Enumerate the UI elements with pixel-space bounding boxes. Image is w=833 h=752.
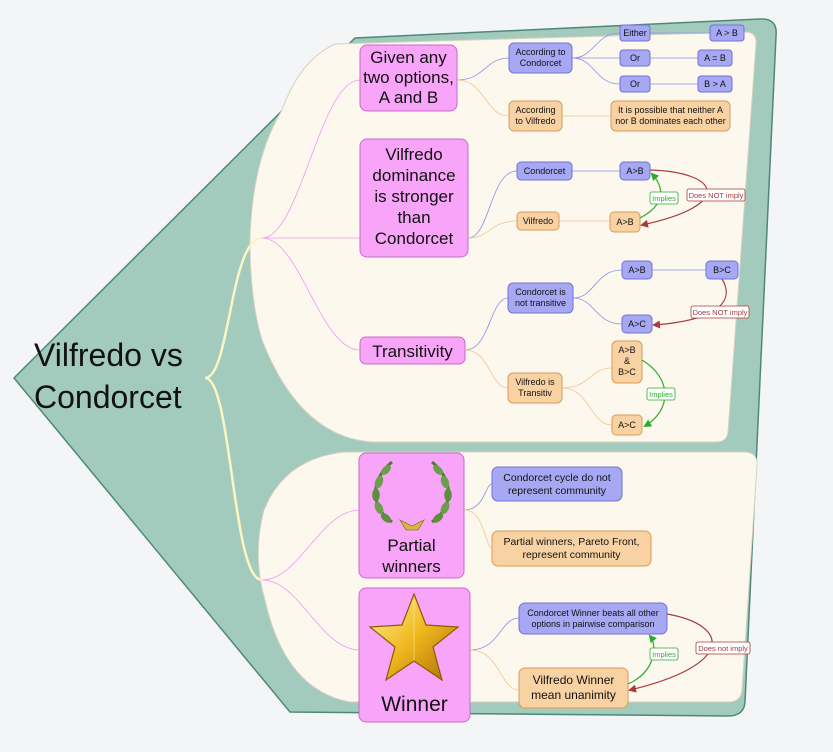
topic-partial-line2: winners xyxy=(381,557,441,576)
branch-connectors-condorcet xyxy=(456,32,710,651)
transitivity-not-imply-text: Does NOT imply xyxy=(693,308,748,317)
transitivity-implies-label: Implies xyxy=(646,387,676,401)
dominance-not-imply-label: Does NOT imply xyxy=(686,188,746,202)
node-dominance-condorcet[interactable]: Condorcet xyxy=(516,161,573,181)
topic-connectors xyxy=(261,79,361,651)
node-dominance-condorcet-label: Condorcet xyxy=(524,166,566,176)
topic-winner-label: Winner xyxy=(381,693,448,716)
node-according-condorcet-line1: According to xyxy=(515,47,565,57)
node-according-vilfredo-line2: to Vilfredo xyxy=(515,116,555,126)
transitivity-implies-text: Implies xyxy=(649,390,673,399)
root-node: Vilfredo vs Condorcet xyxy=(34,337,183,415)
node-dominance-vilfredo-label: Vilfredo xyxy=(523,216,553,226)
node-vilfredo-winner[interactable]: Vilfredo Winner mean unanimity xyxy=(518,667,629,709)
node-trans-c-ab-label: A>B xyxy=(628,265,645,275)
topic-partial-winners[interactable]: Partial winners xyxy=(358,452,465,579)
node-dominance-c-result[interactable]: A>B xyxy=(619,161,651,181)
topic-transitivity[interactable]: Transitivity xyxy=(359,336,466,365)
root-connectors xyxy=(204,236,263,582)
node-or-1[interactable]: Or xyxy=(619,49,651,67)
node-trans-c-bc[interactable]: B>C xyxy=(705,260,739,280)
topic-options-line2: two options, xyxy=(363,68,454,87)
topic-transitivity-label: Transitivity xyxy=(372,342,453,361)
node-trans-c-ab[interactable]: A>B xyxy=(621,260,653,280)
node-trans-v-top[interactable]: A>B & B>C xyxy=(611,340,643,384)
node-condorcet-winner-line2: options in pairwise comparison xyxy=(531,619,654,629)
transitivity-not-imply-label: Does NOT imply xyxy=(690,305,750,319)
node-vilfredo-transitive-line2: Transitiv xyxy=(518,388,552,398)
node-vilfredo-transitive[interactable]: Vilfredo is Transitiv xyxy=(507,372,563,404)
topic-given-two-options[interactable]: Given any two options, A and B xyxy=(359,44,458,112)
topic-partial-line1: Partial xyxy=(387,536,435,555)
node-neither-line2: nor B dominates each other xyxy=(615,116,726,126)
topic-dominance-line3: is stronger xyxy=(374,187,454,206)
node-or-2-label: Or xyxy=(630,79,640,89)
node-dominance-v-result[interactable]: A>B xyxy=(609,211,641,233)
node-a-gt-b-label: A > B xyxy=(716,28,738,38)
node-trans-v-top-line3: B>C xyxy=(618,367,636,377)
winner-implies-text: Implies xyxy=(652,650,676,659)
branch-connectors-vilfredo xyxy=(456,79,613,691)
winner-not-imply-label: Does not imply xyxy=(695,641,751,655)
node-according-vilfredo-line1: According xyxy=(515,105,555,115)
laurel-wreath-icon xyxy=(372,460,452,531)
node-according-condorcet[interactable]: According to Condorcet xyxy=(508,42,573,74)
topic-options-line3: A and B xyxy=(379,88,439,107)
root-title-line1: Vilfredo vs xyxy=(34,337,183,373)
node-a-gt-b[interactable]: A > B xyxy=(709,24,745,42)
node-pareto-front[interactable]: Partial winners, Pareto Front, represent… xyxy=(491,530,652,567)
node-trans-v-ac[interactable]: A>C xyxy=(611,414,643,436)
topic-winner[interactable]: Winner xyxy=(358,587,471,723)
topic-dominance-line2: dominance xyxy=(372,166,455,185)
panel-upper xyxy=(249,31,757,443)
topic-dominance-line1: Vilfredo xyxy=(385,145,442,164)
node-condorcet-winner[interactable]: Condorcet Winner beats all other options… xyxy=(518,602,668,635)
gold-star-icon xyxy=(368,592,460,682)
node-condorcet-not-transitive-line2: not transitive xyxy=(515,298,566,308)
node-condorcet-cycle-line1: Condorcet cycle do not xyxy=(503,472,610,484)
topic-dominance-line5: Condorcet xyxy=(375,229,454,248)
root-title-line2: Condorcet xyxy=(34,379,182,415)
node-trans-v-top-line2: & xyxy=(624,356,630,366)
winner-implies-label: Implies xyxy=(649,647,679,661)
topic-options-line1: Given any xyxy=(370,48,447,67)
node-either[interactable]: Either xyxy=(619,24,651,42)
node-condorcet-cycle[interactable]: Condorcet cycle do not represent communi… xyxy=(491,466,623,502)
node-pareto-front-line1: Partial winners, Pareto Front, xyxy=(504,536,640,548)
topic-vilfredo-dominance[interactable]: Vilfredo dominance is stronger than Cond… xyxy=(359,138,469,258)
node-condorcet-not-transitive[interactable]: Condorcet is not transitive xyxy=(507,282,574,314)
node-b-gt-a-label: B > A xyxy=(704,79,726,89)
node-vilfredo-winner-line2: mean unanimity xyxy=(531,688,616,702)
node-neither-line1: It is possible that neither A xyxy=(618,105,723,115)
node-vilfredo-winner-line1: Vilfredo Winner xyxy=(533,673,615,687)
node-dominance-c-result-label: A>B xyxy=(626,166,643,176)
node-or-1-label: Or xyxy=(630,53,640,63)
dominance-implies-label: Implies xyxy=(649,191,679,205)
node-vilfredo-transitive-line1: Vilfredo is xyxy=(515,377,555,387)
dominance-not-imply-text: Does NOT imply xyxy=(689,191,744,200)
node-a-eq-b[interactable]: A = B xyxy=(697,49,733,67)
node-condorcet-cycle-line2: represent community xyxy=(508,485,607,497)
node-dominance-v-result-label: A>B xyxy=(616,217,633,227)
node-b-gt-a[interactable]: B > A xyxy=(697,75,733,93)
node-trans-c-ac[interactable]: A>C xyxy=(621,314,653,334)
node-dominance-vilfredo[interactable]: Vilfredo xyxy=(516,211,560,231)
winner-not-imply-text: Does not imply xyxy=(698,644,748,653)
node-pareto-front-line2: represent community xyxy=(522,549,621,561)
node-neither-dominates[interactable]: It is possible that neither A nor B domi… xyxy=(610,100,731,132)
node-condorcet-not-transitive-line1: Condorcet is xyxy=(515,287,566,297)
node-according-vilfredo[interactable]: According to Vilfredo xyxy=(508,100,563,132)
node-either-label: Either xyxy=(623,28,647,38)
node-trans-c-bc-label: B>C xyxy=(713,265,731,275)
node-a-eq-b-label: A = B xyxy=(704,53,726,63)
topic-dominance-line4: than xyxy=(397,208,430,227)
dominance-implies-text: Implies xyxy=(652,194,676,203)
node-or-2[interactable]: Or xyxy=(619,75,651,93)
node-trans-c-ac-label: A>C xyxy=(628,319,646,329)
node-according-condorcet-line2: Condorcet xyxy=(520,58,562,68)
node-trans-v-ac-label: A>C xyxy=(618,420,636,430)
node-condorcet-winner-line1: Condorcet Winner beats all other xyxy=(527,608,659,618)
node-trans-v-top-line1: A>B xyxy=(618,345,635,355)
